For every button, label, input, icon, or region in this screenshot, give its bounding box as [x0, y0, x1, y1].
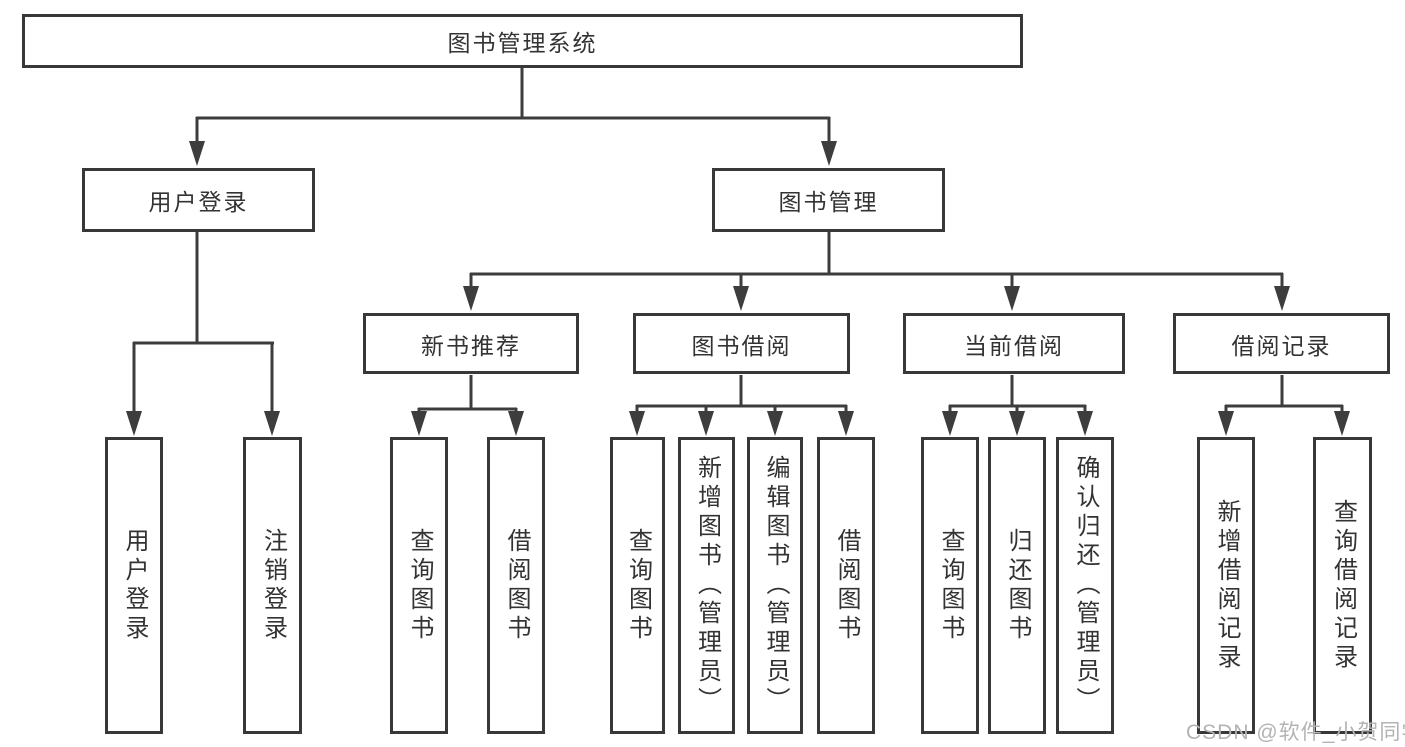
node-book-management: 图书管理 [712, 168, 945, 232]
node-label: 当前借阅 [964, 332, 1064, 359]
node-book-borrow: 图书借阅 [633, 313, 850, 374]
node-label: 图书管理 [778, 189, 879, 215]
leaf-confirm-return-admin: 确认归还（管理员） [1056, 437, 1114, 734]
leaf-query-books-recommend: 查询图书 [390, 437, 448, 734]
node-current-borrow: 当前借阅 [903, 313, 1125, 374]
leaf-label: 查询图书 [937, 527, 964, 644]
node-label: 用户登录 [148, 189, 249, 215]
leaf-label: 查询图书 [624, 527, 652, 644]
node-label: 借阅记录 [1231, 332, 1332, 359]
node-label: 新书推荐 [421, 332, 521, 359]
leaf-user-login: 用户登录 [105, 437, 163, 734]
node-new-book-recommend: 新书推荐 [363, 313, 579, 374]
leaf-label: 编辑图书（管理员） [762, 455, 789, 716]
leaf-label: 注销登录 [259, 527, 287, 644]
leaf-query-books-borrow: 查询图书 [610, 437, 665, 734]
node-borrow-record: 借阅记录 [1173, 313, 1390, 374]
leaf-query-borrow-record: 查询借阅记录 [1313, 437, 1372, 734]
leaf-label: 借阅图书 [833, 527, 860, 644]
leaf-label: 归还图书 [1004, 527, 1031, 644]
node-library-system: 图书管理系统 [22, 14, 1023, 68]
node-label: 图书借阅 [691, 332, 792, 359]
leaf-label: 用户登录 [121, 527, 148, 644]
connector-lines [132, 68, 1344, 414]
node-label: 图书管理系统 [447, 30, 598, 56]
arrowheads [126, 141, 1350, 436]
leaf-query-books-current: 查询图书 [921, 437, 979, 734]
leaf-return-books: 归还图书 [988, 437, 1046, 734]
leaf-label: 查询借阅记录 [1329, 498, 1357, 673]
leaf-edit-books-admin: 编辑图书（管理员） [747, 437, 803, 734]
node-user-login: 用户登录 [82, 168, 315, 232]
leaf-label: 借阅图书 [503, 527, 530, 644]
leaf-borrow-books-recommend: 借阅图书 [487, 437, 545, 734]
csdn-watermark: CSDN @软件_小贺同学 [1186, 721, 1405, 744]
leaf-borrow-books: 借阅图书 [817, 437, 875, 734]
leaf-label: 查询图书 [406, 527, 433, 644]
leaf-label: 确认归还（管理员） [1072, 455, 1099, 716]
leaf-add-borrow-record: 新增借阅记录 [1197, 437, 1255, 734]
leaf-logout: 注销登录 [243, 437, 302, 734]
leaf-add-books-admin: 新增图书（管理员） [678, 437, 735, 734]
leaf-label: 新增借阅记录 [1213, 498, 1240, 673]
leaf-label: 新增图书（管理员） [693, 455, 721, 716]
